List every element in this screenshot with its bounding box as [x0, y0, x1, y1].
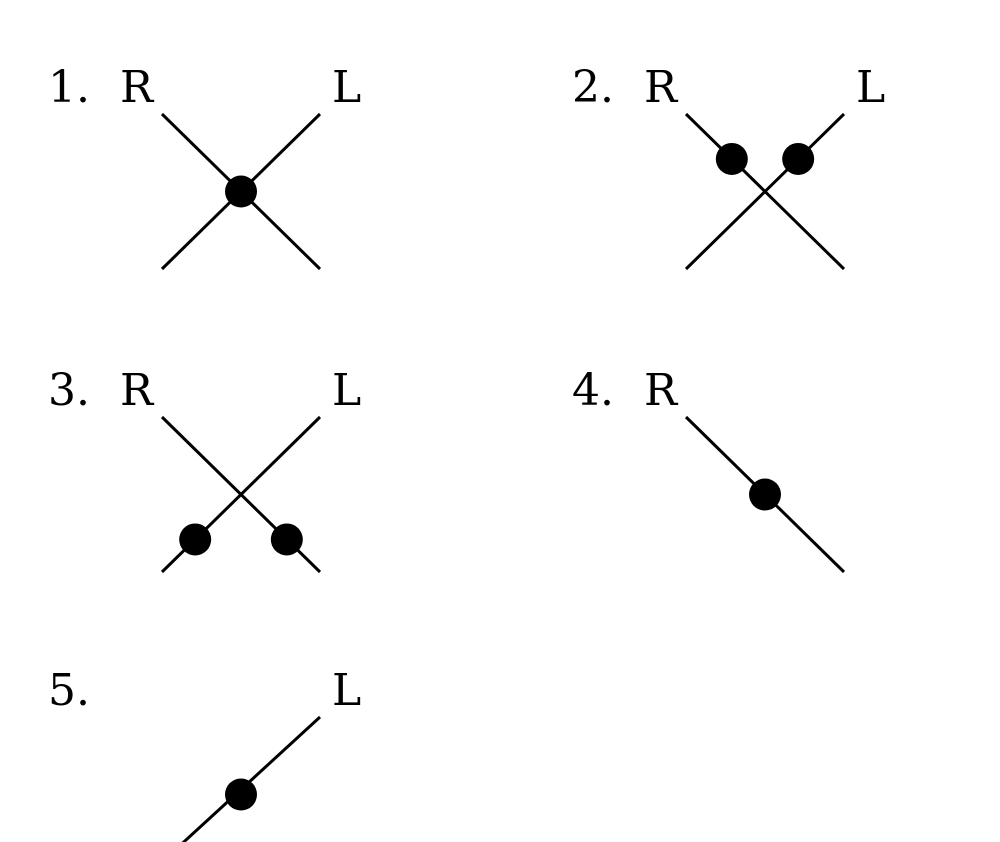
figure-2-l-label: L	[856, 62, 885, 113]
figure-2-r-label: R	[644, 62, 679, 113]
figure-2-number: 2.	[572, 62, 614, 113]
figure-5: 5. L	[48, 665, 361, 842]
figure-5-dot-1	[225, 778, 257, 811]
figure-3-r-label: R	[120, 365, 155, 416]
figure-1-number: 1.	[48, 62, 90, 113]
figure-2-dot-2	[782, 142, 815, 175]
figure-4: 4. R	[572, 365, 846, 574]
figure-5-number: 5.	[48, 665, 90, 716]
figure-4-r-label: R	[644, 365, 679, 416]
figure-1: 1. R L	[48, 62, 361, 271]
figure-1-r-label: R	[120, 62, 155, 113]
figure-5-l-label: L	[332, 665, 361, 716]
figure-3-number: 3.	[48, 365, 90, 416]
figure-3-dot-1	[179, 523, 212, 556]
figure-4-dot-1	[749, 478, 781, 511]
figure-2-line-l	[684, 112, 846, 271]
figure-4-number: 4.	[572, 365, 614, 416]
figure-3: 3. R L	[48, 365, 361, 574]
figure-3-l-label: L	[332, 365, 361, 416]
figure-1-dot-1	[225, 175, 257, 208]
figure-2-dot-1	[715, 142, 748, 175]
figure-3-dot-2	[270, 523, 303, 556]
figure-2: 2. R L	[572, 62, 885, 271]
figure-1-l-label: L	[332, 62, 361, 113]
